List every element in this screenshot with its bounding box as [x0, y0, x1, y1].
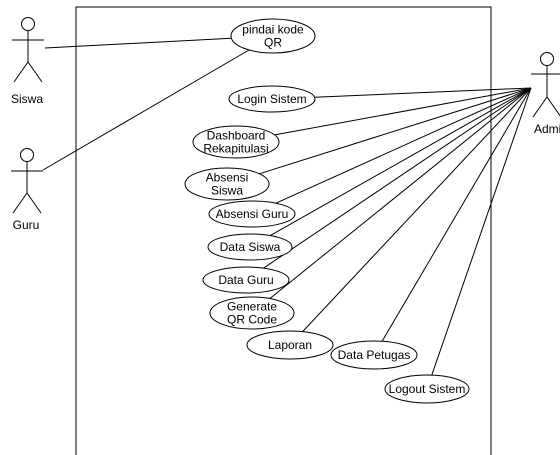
- use-case-ellipse: [192, 125, 280, 159]
- use-case-ellipse: [384, 374, 470, 404]
- use-case-label: Absensi Guru: [216, 207, 289, 221]
- use-case-data-petugas[interactable]: Data Petugas: [330, 340, 418, 370]
- use-case-label: QR Code: [227, 313, 277, 327]
- use-case-ellipse: [228, 85, 316, 113]
- association-admin-absensi-siswa: [259, 87, 532, 175]
- stick-figure-icon: [12, 17, 44, 83]
- use-case-ellipse: [246, 330, 334, 360]
- use-case-label: Data Guru: [218, 273, 273, 287]
- use-case-ellipse: [208, 200, 296, 228]
- use-case-data-siswa[interactable]: Data Siswa: [207, 233, 293, 261]
- association-admin-login: [314, 87, 532, 98]
- use-case-label: QR: [264, 36, 282, 50]
- use-case-label: Generate: [227, 300, 277, 314]
- actor-siswa[interactable]: Siswa: [11, 17, 44, 107]
- association-admin-dashboard: [274, 87, 532, 136]
- use-case-ellipse: [207, 233, 293, 261]
- association-admin-data-siswa: [269, 87, 532, 237]
- use-case-ellipse: [230, 18, 316, 54]
- use-case-data-guru[interactable]: Data Guru: [202, 266, 290, 294]
- system-boundary: [75, 6, 492, 455]
- use-case-ellipse: [330, 340, 418, 370]
- use-case-label: Data Siswa: [220, 240, 281, 254]
- actor-label-guru: Guru: [13, 218, 40, 232]
- use-case-label: pindai kode: [242, 23, 304, 37]
- use-case-login[interactable]: Login Sistem: [228, 85, 316, 113]
- use-case-label: Data Petugas: [338, 348, 411, 362]
- association-admin-data-petugas: [381, 87, 532, 342]
- association-admin-absensi-guru: [275, 87, 532, 204]
- use-case-ellipse: [209, 296, 295, 330]
- use-case-ellipse: [202, 266, 290, 294]
- association-guru-pindai: [42, 49, 250, 171]
- use-case-label: Rekapitulasi: [203, 142, 268, 156]
- use-case-label: Absensi: [206, 171, 249, 185]
- association-admin-data-guru: [263, 87, 532, 269]
- association-siswa-pindai: [44, 37, 232, 49]
- association-admin-generate-qr: [269, 87, 532, 299]
- use-case-absensi-guru[interactable]: Absensi Guru: [208, 200, 296, 228]
- actor-admin[interactable]: Admin: [531, 52, 560, 137]
- association-lines: [42, 37, 532, 376]
- use-case-ellipse: [184, 167, 270, 201]
- use-case-logout[interactable]: Logout Sistem: [384, 374, 470, 404]
- actor-label-admin: Admin: [534, 122, 560, 136]
- use-case-laporan[interactable]: Laporan: [246, 330, 334, 360]
- stick-figure-icon: [531, 52, 560, 118]
- association-admin-laporan: [302, 87, 532, 332]
- actor-guru[interactable]: Guru: [11, 148, 43, 233]
- use-case-label: Siswa: [211, 184, 243, 198]
- stick-figure-icon: [11, 148, 43, 214]
- use-case-label: Laporan: [268, 338, 312, 352]
- use-case-label: Dashboard: [207, 129, 266, 143]
- use-case-label: Login Sistem: [237, 92, 306, 106]
- use-case-label: Logout Sistem: [389, 382, 466, 396]
- association-admin-logout: [431, 87, 532, 376]
- actor-label-siswa: Siswa: [11, 92, 43, 106]
